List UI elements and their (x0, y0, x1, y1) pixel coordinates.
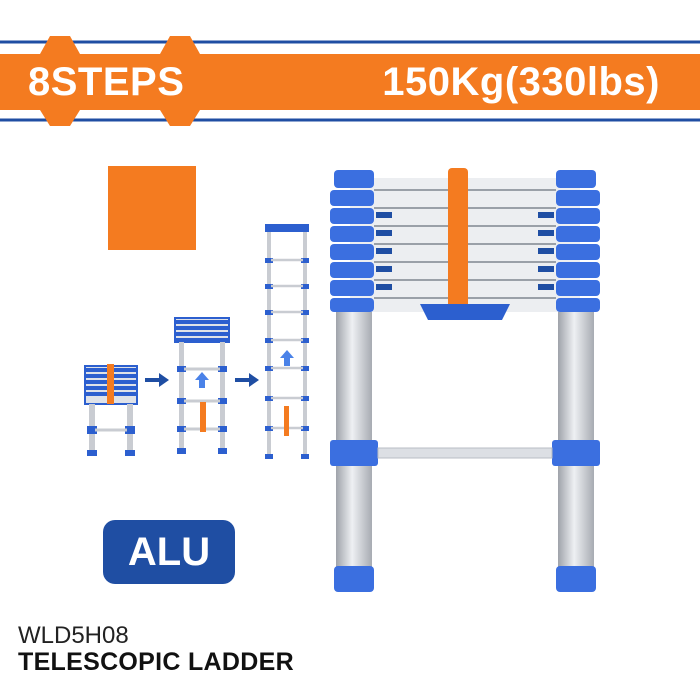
product-name: TELESCOPIC LADDER (18, 648, 294, 676)
steps-label: 8STEPS (28, 60, 185, 104)
ladder-fully-extended (265, 224, 309, 459)
ladder-partly-extended (174, 317, 230, 454)
up-arrow-icon (195, 372, 209, 388)
main-ladder (330, 168, 600, 592)
ladder-collapsed (84, 364, 138, 456)
material-badge: ALU (103, 520, 235, 584)
safety-strap (448, 168, 468, 308)
foot-left (334, 566, 374, 592)
color-swatch (108, 166, 196, 250)
right-arrow-icon (235, 373, 259, 387)
rung-stack (330, 168, 600, 320)
extension-sequence (84, 224, 309, 459)
model-number: WLD5H08 (18, 622, 129, 649)
up-arrow-icon (280, 350, 294, 366)
banner-shape (0, 36, 700, 126)
right-arrow-icon (145, 373, 169, 387)
foot-right (556, 566, 596, 592)
top-banner: 8STEPS 150Kg(330lbs) (0, 0, 700, 160)
capacity-label: 150Kg(330lbs) (382, 60, 660, 104)
